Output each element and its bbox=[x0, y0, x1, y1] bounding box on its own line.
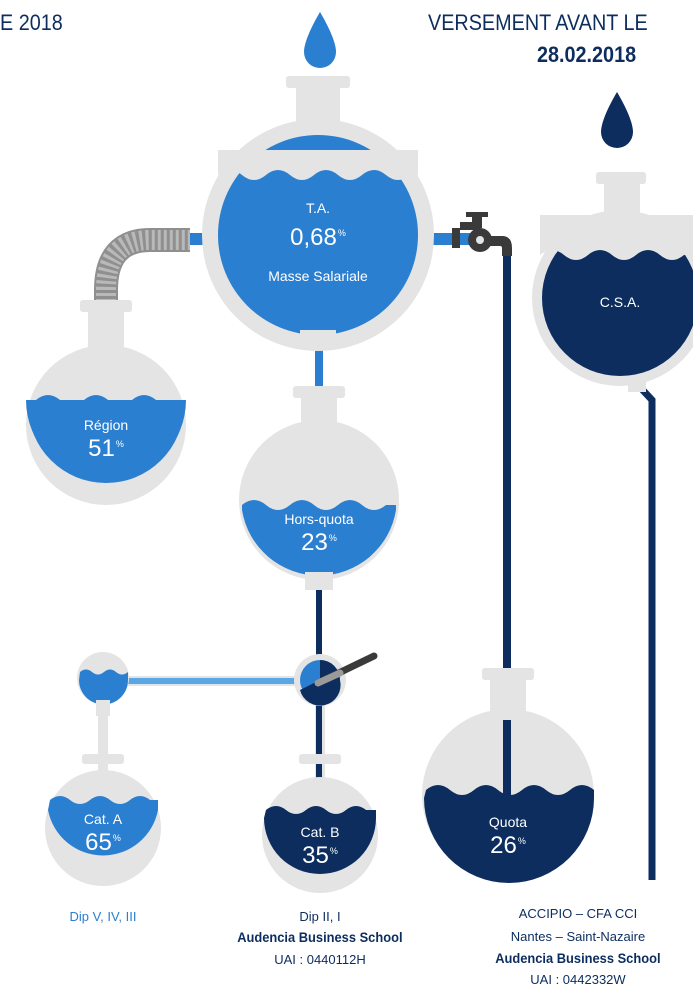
ta-value-wrap: 0,68% bbox=[258, 224, 378, 252]
cata-value: 65 bbox=[85, 829, 112, 856]
header-left-text: E 2018 bbox=[0, 10, 63, 35]
pipe-faucet-quota bbox=[503, 250, 511, 820]
pipe-valve-catb bbox=[316, 700, 322, 840]
flask-horsquota bbox=[239, 386, 399, 590]
region-value: 51 bbox=[88, 435, 115, 462]
flask-cata bbox=[45, 754, 161, 886]
pipe-horizontal bbox=[112, 678, 312, 684]
header-right-line1: VERSEMENT AVANT LE bbox=[428, 10, 648, 35]
faucet-icon bbox=[452, 212, 512, 256]
quota-value: 26 bbox=[490, 832, 517, 859]
hose-ribs bbox=[96, 230, 190, 380]
catb-name: Cat. B bbox=[300, 824, 340, 840]
csa-name: C.S.A. bbox=[599, 294, 641, 310]
ta-unit: % bbox=[337, 228, 346, 238]
flask-catb bbox=[262, 754, 378, 893]
horsquota-unit: % bbox=[328, 533, 337, 543]
footer-quota-line3: Audencia Business School bbox=[495, 950, 661, 966]
footer-catb-line1: Dip II, I bbox=[299, 909, 341, 924]
header-right-line2: 28.02.2018 bbox=[537, 42, 637, 67]
region-value-wrap: 51% bbox=[56, 435, 156, 463]
ta-name: T.A. bbox=[305, 200, 331, 216]
pipe-horsquota-valve bbox=[316, 560, 322, 670]
footer-catb-line2-wrap: Audencia Business School bbox=[220, 929, 420, 945]
footer-quota-line1: ACCIPIO – CFA CCI bbox=[518, 906, 638, 921]
water-drop-dark-icon bbox=[601, 92, 633, 148]
region-name: Région bbox=[83, 417, 129, 433]
catb-value-wrap: 35% bbox=[270, 842, 370, 870]
quota-value-wrap: 26% bbox=[458, 832, 558, 860]
ta-value: 0,68 bbox=[290, 224, 337, 251]
pipe-csa bbox=[635, 382, 656, 880]
footer-cata-line1: Dip V, IV, III bbox=[69, 909, 137, 924]
flask-csa bbox=[532, 172, 693, 392]
cata-name: Cat. A bbox=[83, 811, 123, 827]
quota-unit: % bbox=[517, 836, 526, 846]
valve-icon bbox=[294, 652, 378, 706]
pipe-glass-cata bbox=[98, 700, 108, 800]
footer-quota-line3-wrap: Audencia Business School bbox=[468, 950, 688, 966]
flask-ta bbox=[202, 76, 434, 351]
footer-catb-line2: Audencia Business School bbox=[237, 929, 403, 945]
horsquota-value-wrap: 23% bbox=[269, 529, 369, 557]
horsquota-name: Hors-quota bbox=[284, 511, 354, 527]
water-drop-icon bbox=[304, 12, 336, 68]
quota-name: Quota bbox=[488, 814, 528, 830]
horsquota-value: 23 bbox=[301, 529, 328, 556]
cata-value-wrap: 65% bbox=[53, 829, 153, 857]
cata-unit: % bbox=[112, 833, 121, 843]
catb-value: 35 bbox=[302, 842, 329, 869]
footer-catb-line3: UAI : 0440112H bbox=[274, 952, 366, 967]
flask-quota bbox=[422, 668, 594, 884]
flask-region bbox=[26, 300, 186, 505]
footer-quota-line4: UAI : 0442332W bbox=[530, 972, 626, 987]
catb-unit: % bbox=[329, 846, 338, 856]
ta-subtitle: Masse Salariale bbox=[268, 268, 368, 284]
footer-quota-line2: Nantes – Saint-Nazaire bbox=[510, 929, 646, 944]
flask-small bbox=[77, 652, 129, 716]
region-unit: % bbox=[115, 439, 124, 449]
